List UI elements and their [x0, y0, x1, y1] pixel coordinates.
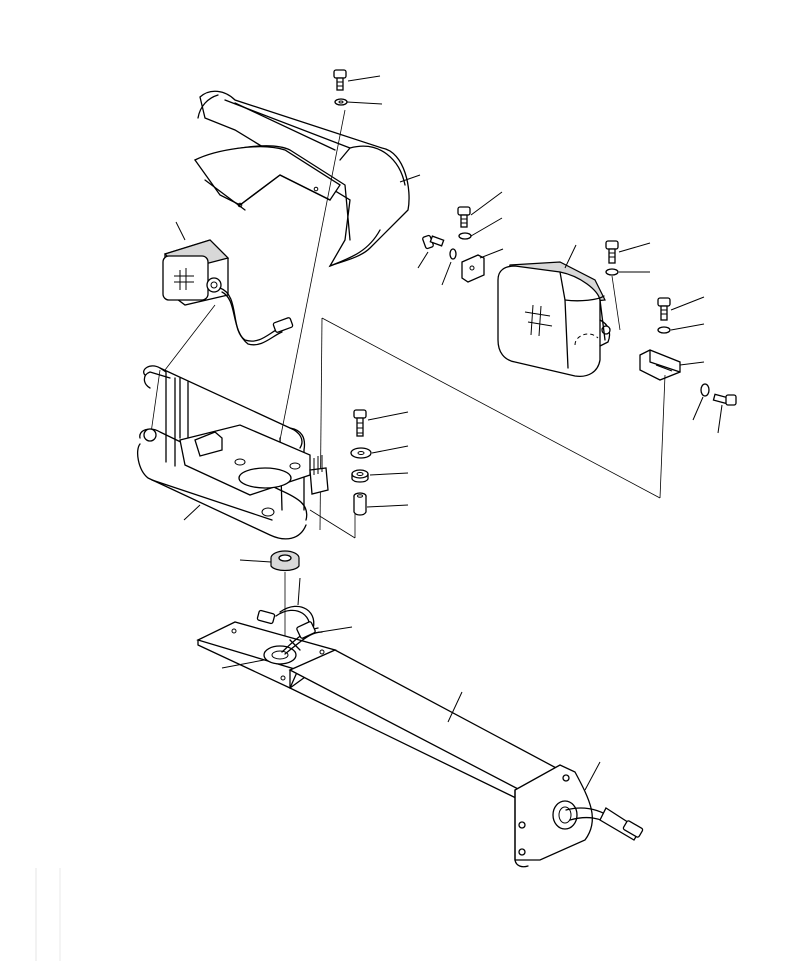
bolt-icon — [657, 297, 671, 321]
lamp-bracket-icon — [639, 349, 681, 381]
washer-icon — [458, 232, 472, 240]
support-beam-icon — [288, 649, 644, 868]
top-cover-icon — [194, 90, 410, 268]
washer-icon — [350, 447, 372, 459]
washer-icon — [700, 383, 710, 397]
washer-icon — [449, 248, 457, 260]
washer-icon — [334, 98, 348, 106]
work-lamp-icon — [497, 261, 611, 378]
cab-lamp-icon — [162, 239, 294, 346]
bolt-icon — [712, 393, 737, 406]
harness-connector-icon — [256, 605, 323, 655]
rubber-mount-icon — [270, 550, 300, 572]
bolt-icon — [457, 206, 471, 228]
lamp-guard-frame-icon — [137, 365, 329, 540]
bolt-icon — [353, 409, 367, 437]
washer-icon — [605, 268, 619, 276]
bolt-icon — [422, 234, 445, 250]
washer-icon — [657, 326, 671, 334]
bolt-icon — [333, 69, 347, 91]
spacer-icon — [353, 492, 367, 516]
base-plate-icon — [196, 621, 337, 689]
bolt-icon — [605, 240, 619, 264]
washer-icon — [351, 469, 369, 483]
lamp-bracket-icon — [461, 254, 485, 283]
